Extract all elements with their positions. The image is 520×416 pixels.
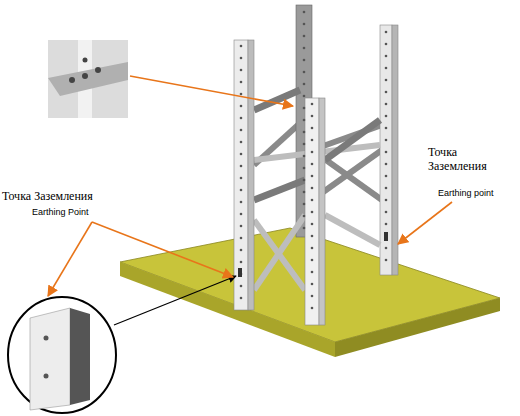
earthing-label-ru: Точка Заземления — [2, 190, 93, 204]
foundation-side — [335, 298, 500, 357]
detail-circle — [8, 297, 116, 413]
detail-inset — [48, 40, 128, 118]
tower-leg — [234, 40, 248, 310]
earthing-label-en: Earthing Point — [32, 207, 89, 217]
leader-arrow — [130, 76, 293, 106]
tower-leg — [305, 98, 319, 325]
leader-arrow — [92, 222, 233, 277]
leader-arrow — [398, 202, 452, 244]
tower-leg — [380, 25, 392, 275]
earthing-label-en: Earthing point — [438, 188, 494, 198]
earthing-label-ru: Точка Заземления — [428, 146, 500, 174]
leader-arrow — [48, 222, 92, 296]
leader-arrow — [114, 276, 236, 325]
